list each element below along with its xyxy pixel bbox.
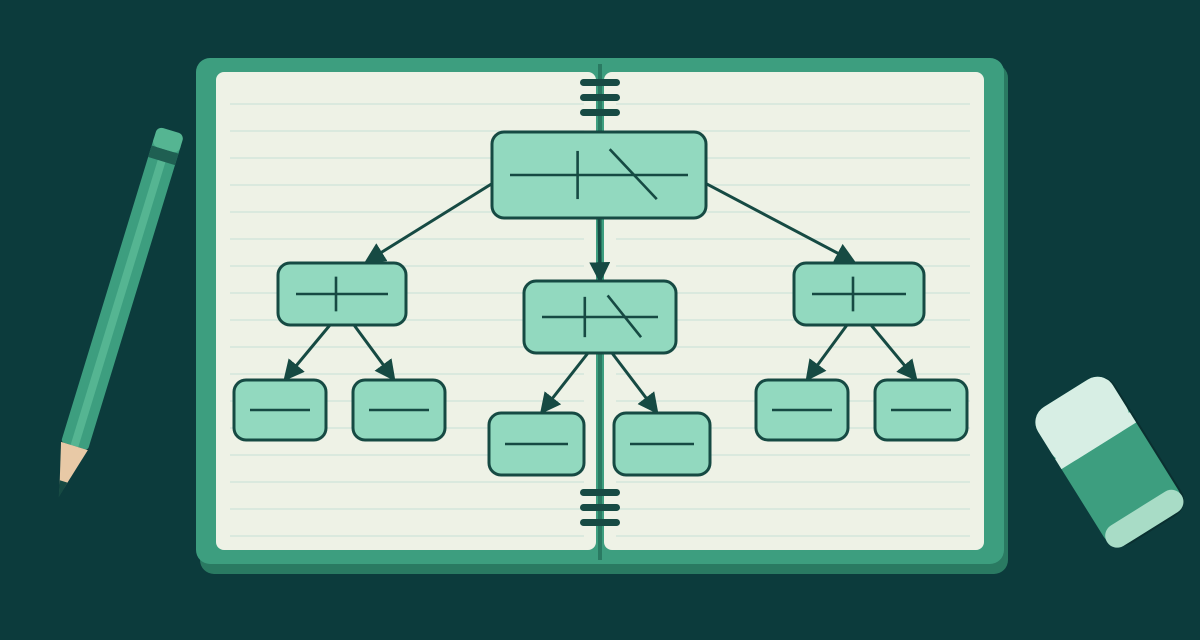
diagram-node-left-leaf-1 bbox=[232, 378, 328, 442]
binding-ring bbox=[580, 94, 620, 101]
diagram-arrow bbox=[610, 352, 659, 415]
diagram-nodes bbox=[232, 130, 969, 477]
diagram-arrow bbox=[589, 217, 611, 284]
diagram-arrow bbox=[539, 352, 590, 415]
diagram-arrow bbox=[352, 324, 396, 382]
binding-ring bbox=[580, 519, 620, 526]
node-slash-glyph bbox=[608, 148, 658, 200]
diagram-arrow bbox=[805, 324, 849, 382]
node-slash-glyph bbox=[606, 294, 643, 338]
eraser-bottom-highlight bbox=[1105, 489, 1184, 548]
diagram-arrow bbox=[869, 324, 918, 382]
binding-ring bbox=[580, 504, 620, 511]
eraser-icon bbox=[1035, 376, 1184, 548]
pencil-ferrule bbox=[148, 145, 179, 166]
diagram-node-left-mid bbox=[276, 261, 408, 327]
diagram-node-right-leaf-1 bbox=[754, 378, 850, 442]
eraser-cap-edge bbox=[1055, 412, 1137, 470]
binding-rings bbox=[580, 79, 620, 526]
binding-ring bbox=[580, 109, 620, 116]
diagram-node-right-mid bbox=[792, 261, 926, 327]
diagram-node-center-leaf-1 bbox=[487, 411, 586, 477]
diagram-node-right-leaf-2 bbox=[873, 378, 969, 442]
diagram-arrow bbox=[364, 182, 493, 264]
diagram-node-root bbox=[490, 130, 708, 220]
diagram-arrow bbox=[705, 182, 857, 263]
diagram-edges bbox=[283, 182, 918, 415]
diagram-arrow bbox=[283, 324, 332, 382]
diagram-node-left-leaf-2 bbox=[351, 378, 447, 442]
pencil-tip-wood bbox=[59, 441, 88, 496]
diagram-node-center-mid bbox=[522, 279, 678, 355]
diagram-node-center-leaf-2 bbox=[612, 411, 712, 477]
pencil-body-highlight bbox=[70, 138, 172, 448]
pencil-icon bbox=[58, 127, 183, 498]
pencil-top bbox=[153, 127, 183, 153]
pencil-tip-lead bbox=[58, 480, 68, 498]
binding-ring bbox=[580, 79, 620, 86]
binding-ring bbox=[580, 489, 620, 496]
